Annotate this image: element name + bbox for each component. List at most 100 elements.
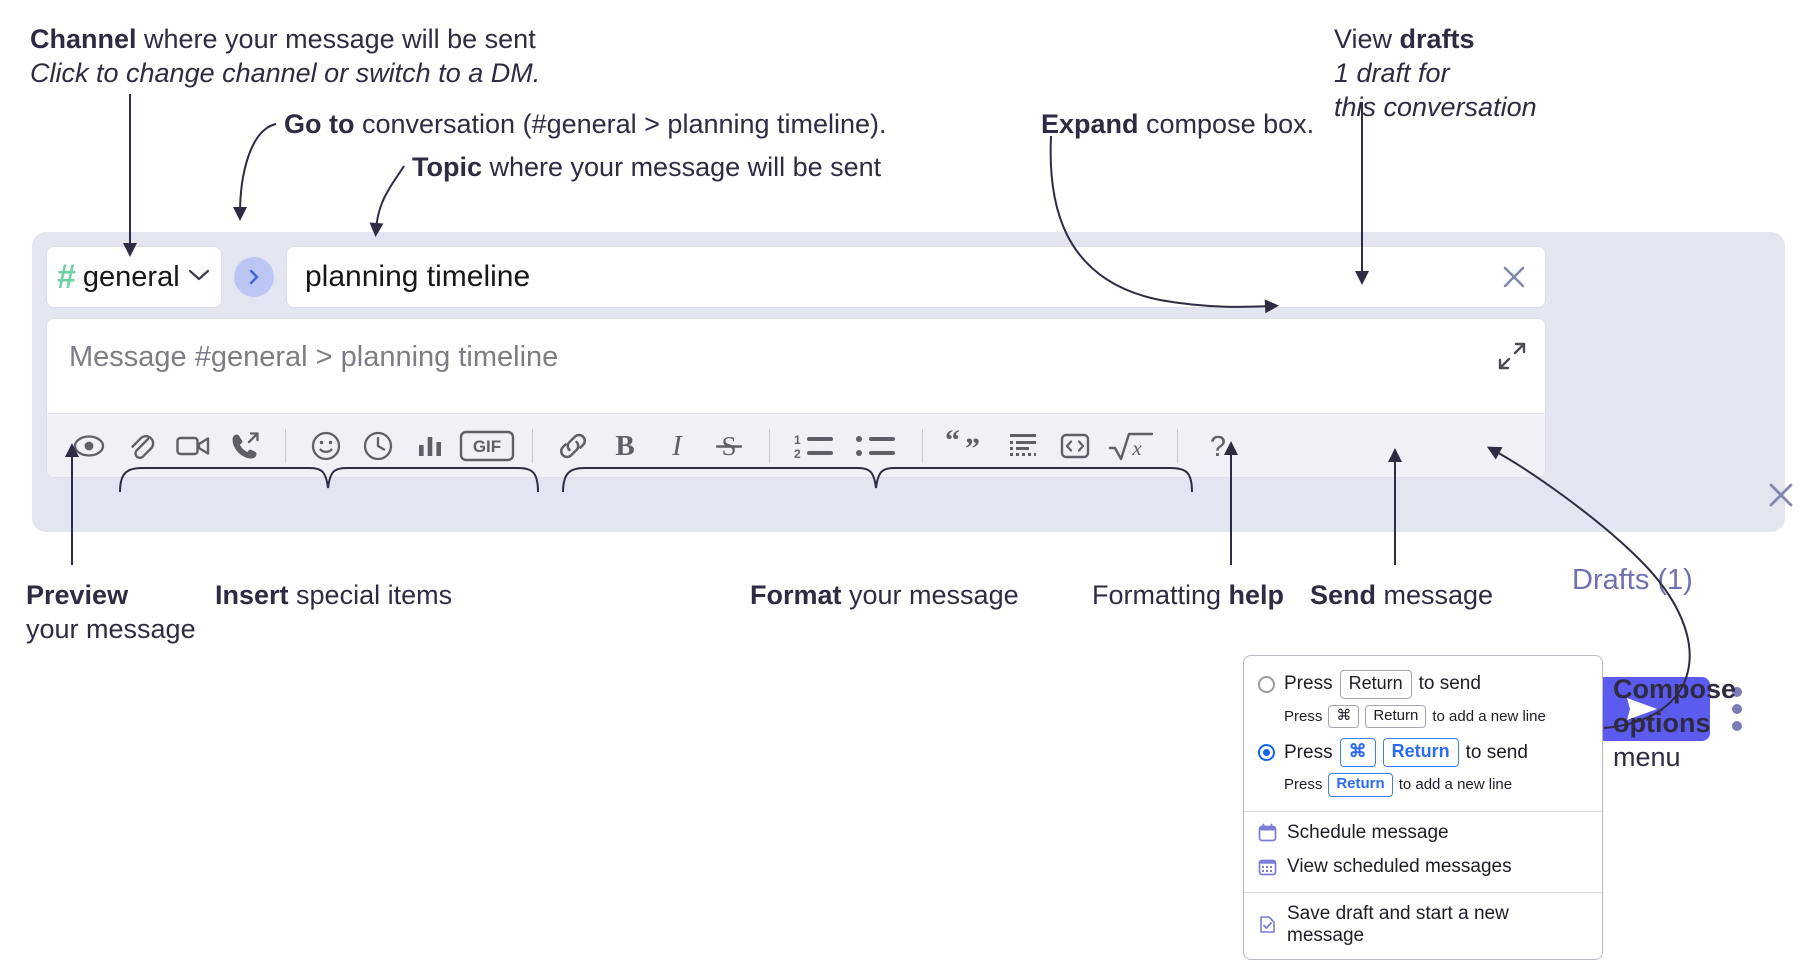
toolbar-divider bbox=[285, 428, 286, 463]
leader-topic bbox=[369, 165, 405, 237]
compose-options-button[interactable] bbox=[1732, 687, 1742, 731]
drafts-link[interactable]: Drafts (1) bbox=[1572, 564, 1693, 596]
annotation-insert-rest: special items bbox=[288, 580, 453, 610]
channel-name-label: general bbox=[82, 260, 180, 293]
close-icon bbox=[1769, 483, 1793, 507]
annotation-topic: Topic where your message will be sent bbox=[412, 150, 881, 184]
annotation-topic-bold: Topic bbox=[412, 152, 482, 182]
toolbar-divider bbox=[769, 428, 770, 463]
inline-code-icon[interactable] bbox=[1049, 422, 1101, 470]
video-camera-icon[interactable] bbox=[167, 422, 219, 470]
kebab-dot bbox=[1732, 721, 1742, 731]
svg-text:1: 1 bbox=[794, 433, 801, 447]
option1-prefix: Press bbox=[1284, 673, 1333, 695]
compose-inner: # general planning timeline Message #gen… bbox=[46, 246, 1546, 478]
annotation-compose-options: Compose options menu bbox=[1613, 672, 1736, 774]
svg-text:2: 2 bbox=[794, 447, 801, 461]
chevron-down-icon bbox=[188, 268, 210, 287]
svg-text:”: ” bbox=[965, 432, 980, 462]
italic-icon[interactable]: I bbox=[651, 422, 703, 470]
calendar-schedule-icon bbox=[1258, 823, 1277, 842]
annotation-preview-bold: Preview bbox=[26, 580, 129, 610]
menu-item-label: View scheduled messages bbox=[1287, 855, 1512, 877]
menu-option-cmd-return-to-send[interactable]: Press ⌘ Return to send bbox=[1244, 734, 1602, 771]
key-command: ⌘ bbox=[1339, 738, 1376, 767]
latex-icon[interactable]: x bbox=[1101, 422, 1163, 470]
annotation-channel-bold: Channel bbox=[30, 24, 137, 54]
option1-suffix: to send bbox=[1418, 673, 1481, 695]
poll-bars-icon[interactable] bbox=[404, 422, 456, 470]
annotation-goto: Go to conversation (#general > planning … bbox=[284, 107, 887, 141]
annotation-channel: Channel where your message will be sent … bbox=[30, 22, 540, 90]
annotation-help-bold: help bbox=[1228, 580, 1285, 610]
svg-text:GIF: GIF bbox=[473, 437, 501, 456]
annotation-insert-bold: Insert bbox=[215, 580, 289, 610]
gif-icon[interactable]: GIF bbox=[456, 422, 518, 470]
emoji-icon[interactable] bbox=[300, 422, 352, 470]
formatting-help-icon[interactable]: ? bbox=[1192, 422, 1244, 470]
toolbar-divider bbox=[1177, 428, 1178, 463]
key-return: Return bbox=[1339, 670, 1412, 699]
link-icon[interactable] bbox=[547, 422, 599, 470]
preview-eye-icon[interactable] bbox=[63, 422, 115, 470]
menu-option-return-to-send[interactable]: Press Return to send bbox=[1244, 666, 1602, 703]
annotation-drafts-sub2: this conversation bbox=[1334, 92, 1537, 123]
menu-divider bbox=[1244, 891, 1602, 893]
compose-box: # general planning timeline Message #gen… bbox=[32, 232, 1793, 741]
option2-sub-suffix: to add a new line bbox=[1398, 776, 1513, 794]
menu-item-schedule-message[interactable]: Schedule message bbox=[1244, 816, 1602, 850]
goto-conversation-button[interactable] bbox=[234, 257, 274, 297]
save-draft-icon bbox=[1258, 915, 1277, 934]
close-compose-button[interactable] bbox=[1763, 477, 1799, 518]
toolbar-divider bbox=[532, 428, 533, 463]
code-block-icon[interactable] bbox=[997, 422, 1049, 470]
strikethrough-icon[interactable]: S bbox=[703, 422, 755, 470]
leader-goto bbox=[233, 123, 277, 221]
bulleted-list-icon[interactable] bbox=[846, 422, 908, 470]
annotation-format-bold: Format bbox=[750, 580, 842, 610]
annotation-preview-line2: your message bbox=[26, 614, 196, 645]
annotation-insert: Insert special items bbox=[215, 578, 452, 612]
key-command: ⌘ bbox=[1328, 704, 1360, 729]
annotation-compose-options-l2: options bbox=[1613, 708, 1711, 739]
calendar-list-icon bbox=[1258, 857, 1277, 876]
clear-topic-button[interactable] bbox=[1497, 260, 1531, 294]
message-composer: Message #general > planning timeline bbox=[46, 318, 1546, 478]
annotation-help-plain: Formatting bbox=[1092, 580, 1229, 610]
menu-item-view-scheduled[interactable]: View scheduled messages bbox=[1244, 850, 1602, 884]
radio-selected[interactable] bbox=[1258, 744, 1275, 761]
expand-compose-button[interactable] bbox=[1497, 341, 1527, 371]
annotation-drafts: View drafts 1 draft for this conversatio… bbox=[1334, 22, 1537, 124]
svg-text:?: ? bbox=[1210, 431, 1226, 462]
option2-sub-prefix: Press bbox=[1284, 776, 1323, 794]
message-placeholder: Message #general > planning timeline bbox=[69, 341, 559, 373]
svg-text:“: “ bbox=[945, 430, 960, 457]
menu-option2-sub: Press Return to add a new line bbox=[1244, 771, 1602, 803]
key-return: Return bbox=[1328, 772, 1393, 797]
annotation-expand-bold: Expand bbox=[1041, 109, 1139, 139]
annotation-format-rest: your message bbox=[841, 580, 1019, 610]
option1-sub-prefix: Press bbox=[1284, 707, 1323, 725]
clock-icon[interactable] bbox=[352, 422, 404, 470]
topic-input[interactable]: planning timeline bbox=[286, 246, 1546, 308]
bold-icon[interactable]: B bbox=[599, 422, 651, 470]
blockquote-icon[interactable]: “” bbox=[937, 422, 997, 470]
annotation-compose-options-l1: Compose bbox=[1613, 674, 1737, 704]
svg-text:B: B bbox=[615, 430, 634, 462]
audio-call-icon[interactable] bbox=[219, 422, 271, 470]
message-input[interactable]: Message #general > planning timeline bbox=[47, 319, 1545, 413]
channel-selector[interactable]: # general bbox=[46, 246, 222, 308]
menu-item-label: Schedule message bbox=[1287, 821, 1449, 843]
option2-prefix: Press bbox=[1284, 741, 1333, 763]
annotation-topic-rest: where your message will be sent bbox=[482, 152, 882, 182]
annotation-preview: Preview your message bbox=[26, 578, 196, 646]
chevron-right-icon bbox=[249, 269, 259, 285]
attachment-paperclip-icon[interactable] bbox=[115, 422, 167, 470]
annotation-help: Formatting help bbox=[1092, 578, 1284, 612]
menu-option-label: Press ⌘ Return to send bbox=[1284, 738, 1528, 767]
menu-item-save-draft[interactable]: Save draft and start a new message bbox=[1244, 897, 1602, 953]
menu-option1-sub: Press ⌘ Return to add a new line bbox=[1244, 703, 1602, 735]
radio-unselected[interactable] bbox=[1258, 675, 1275, 693]
annotation-expand: Expand compose box. bbox=[1041, 107, 1314, 141]
